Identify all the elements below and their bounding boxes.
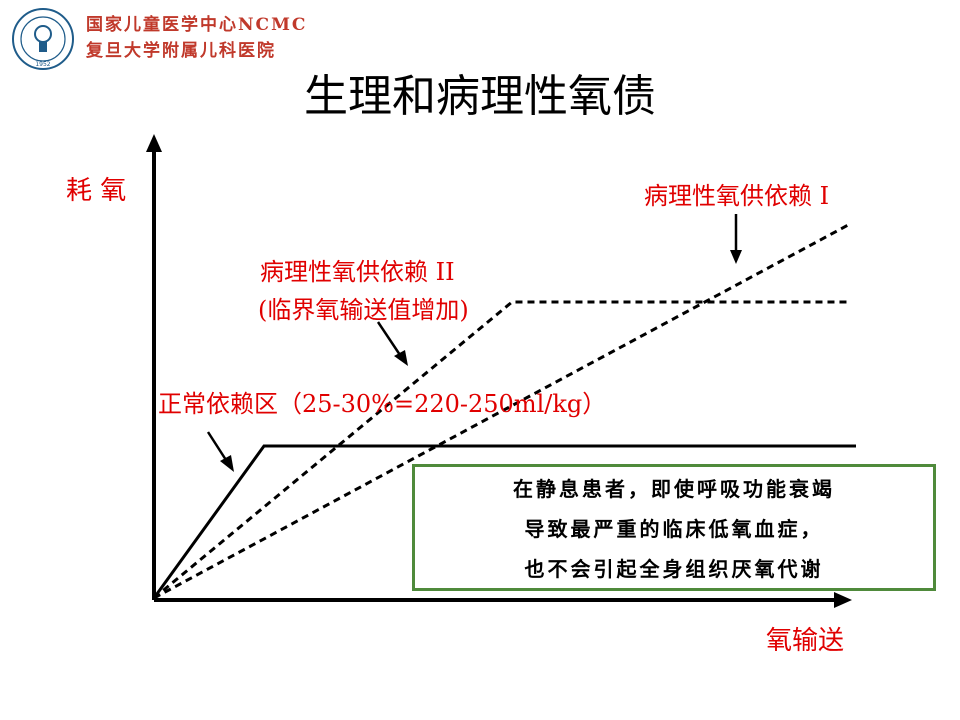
note-line-3: 也不会引起全身组织厌氧代谢 bbox=[524, 557, 824, 581]
svg-text:1952: 1952 bbox=[35, 61, 50, 68]
note-box: 在静息患者，即使呼吸功能衰竭 导致最严重的临床低氧血症， 也不会引起全身组织厌氧… bbox=[412, 464, 936, 591]
pathology-2-curve bbox=[153, 300, 848, 600]
header-line-2: 复旦大学附属儿科医院 bbox=[86, 41, 276, 61]
y-axis-label: 耗 氧 bbox=[66, 176, 127, 206]
label-normal: 正常依赖区（25-30%=220-250ml/kg） bbox=[158, 390, 607, 418]
note-line-2: 导致最严重的临床低氧血症， bbox=[524, 517, 824, 541]
arrow-pathology-1 bbox=[730, 214, 742, 264]
normal-curve bbox=[152, 444, 856, 599]
header-line-1: 国家儿童医学中心NCMC bbox=[86, 15, 308, 35]
label-pathology-1: 病理性氧供依赖 I bbox=[644, 182, 830, 210]
hospital-logo: 1952 bbox=[12, 8, 74, 70]
label-pathology-2-line2: (临界氧输送值增加) bbox=[258, 296, 469, 324]
note-line-1: 在静息患者，即使呼吸功能衰竭 bbox=[513, 477, 835, 501]
x-axis-arrowhead bbox=[834, 592, 852, 608]
page-title: 生理和病理性氧债 bbox=[304, 71, 656, 122]
arrow-pathology-2 bbox=[376, 321, 408, 366]
y-axis-arrowhead bbox=[146, 134, 162, 152]
x-axis-label: 氧输送 bbox=[766, 626, 845, 656]
arrow-normal bbox=[206, 431, 234, 472]
label-pathology-2-line1: 病理性氧供依赖 II bbox=[260, 258, 455, 286]
